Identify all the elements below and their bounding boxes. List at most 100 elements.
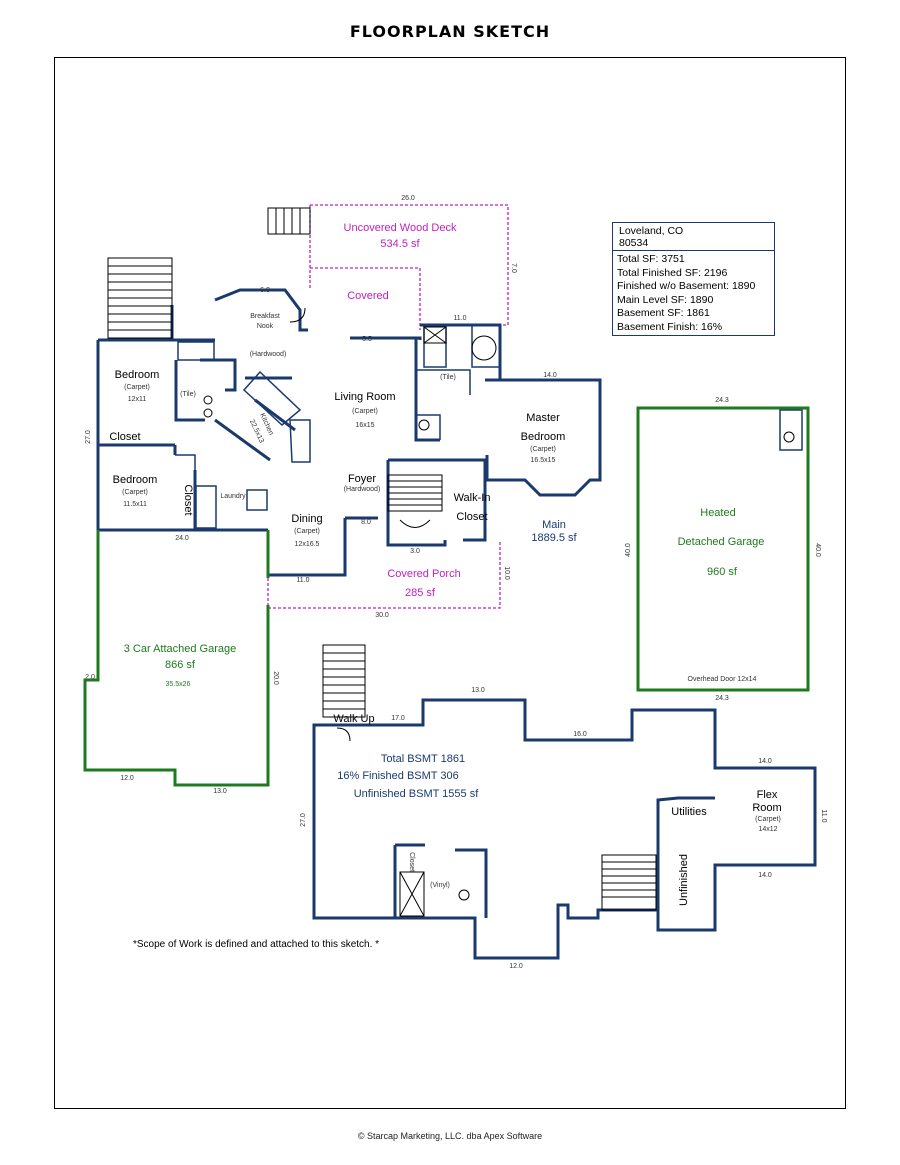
detached-garage-walls	[636, 406, 810, 692]
info-header: Loveland, CO 80534	[613, 223, 774, 251]
bedroom1-floor: (Carpet)	[124, 384, 150, 391]
utilities-label: Utilities	[671, 806, 707, 818]
bsmt-unfinished: Unfinished BSMT 1555 sf	[354, 788, 479, 800]
dim-garage-south-east: 13.0	[213, 788, 227, 795]
bedroom2-size: 11.5x11	[123, 501, 147, 508]
interior-walls	[175, 324, 803, 529]
flex-size: 14x12	[758, 826, 777, 833]
master-size: 16.5x15	[531, 457, 556, 464]
flex-room-label: Room	[752, 802, 781, 814]
porch-label: Covered Porch	[387, 568, 460, 580]
page-title: FLOORPLAN SKETCH	[349, 22, 551, 41]
dim-detached-south: 24.3	[715, 695, 729, 702]
tub-icon	[471, 335, 497, 361]
dim-porch-width: 30.0	[375, 612, 389, 619]
info-line: Main Level SF: 1890	[617, 293, 714, 306]
dim-foyer: 8.0	[361, 519, 371, 526]
attached-garage-walls	[83, 530, 270, 787]
dining-size: 12x16.5	[295, 541, 320, 548]
dim-bsmt-south: 12.0	[509, 963, 523, 970]
dim-garage-jog: 2.0	[85, 674, 95, 681]
door-swing-icon-2	[289, 307, 306, 323]
living-room-floor: (Carpet)	[352, 408, 378, 415]
dim-deck-depth: 7.0	[510, 263, 517, 273]
sink-icon-2	[203, 408, 213, 418]
walkin-label: Walk-In	[454, 492, 491, 504]
dim-detached-west: 40.0	[625, 543, 632, 557]
scope-note: *Scope of Work is defined and attached t…	[133, 939, 380, 950]
breakfast-label: Breakfast	[250, 313, 280, 320]
flex-floor: (Carpet)	[755, 816, 781, 823]
bedroom2-floor: (Carpet)	[122, 489, 148, 496]
foyer-label: Foyer	[348, 473, 376, 485]
unfinished-label: Unfinished	[678, 854, 690, 906]
detached-garage-area: 960 sf	[707, 566, 738, 578]
porch-area: 285 sf	[405, 587, 436, 599]
door-swing-icon	[336, 727, 351, 742]
basement-bath-floor: (Vinyl)	[430, 882, 450, 889]
dim-detached-east: 40.0	[814, 543, 821, 557]
info-lines: Total SF: 3751 Total Finished SF: 2196 F…	[613, 251, 774, 334]
deck-covered-label: Covered	[347, 290, 389, 302]
dim-garage-south: 12.0	[120, 775, 134, 782]
sink-icon	[203, 395, 213, 405]
basement-walls	[312, 698, 817, 960]
deck-area: 534.5 sf	[380, 238, 420, 250]
dim-bsmt-north: 13.0	[471, 687, 485, 694]
deck-stairs	[267, 207, 311, 235]
dim-stair: 3.0	[410, 548, 420, 555]
basement-closet-label: Closet	[408, 852, 415, 872]
walk-up-label: Walk Up	[333, 713, 374, 725]
flex-label: Flex	[757, 789, 778, 801]
dim-detached-north: 24.3	[715, 397, 729, 404]
master-bath-floor: (Tile)	[440, 374, 456, 381]
dining-floor: (Carpet)	[294, 528, 320, 535]
dim-flex-east: 11.0	[820, 809, 827, 822]
foyer-floor: (Hardwood)	[344, 486, 381, 493]
fixture-icons	[203, 307, 795, 901]
main-level-label: Main	[542, 519, 566, 531]
toilet-icon	[418, 419, 430, 431]
dim-bsmt-north2: 16.0	[573, 731, 587, 738]
info-line: Basement Finish: 16%	[617, 320, 723, 333]
detached-garage-label: Detached Garage	[678, 536, 765, 548]
sketch-frame	[54, 57, 846, 1109]
dim-west-wall: 27.0	[85, 430, 92, 444]
bsmt-finished: 16% Finished BSMT 306	[337, 770, 458, 782]
basement-stairs	[322, 644, 657, 917]
master-label: Master	[526, 412, 560, 424]
dim-flex-south: 14.0	[758, 872, 772, 879]
dim-bath-width: 11.0	[453, 315, 466, 322]
main-level-walls	[96, 288, 602, 577]
attached-garage-size: 35.5x26	[166, 681, 191, 688]
main-stairs	[387, 474, 443, 528]
walkin-closet-label: Closet	[456, 511, 487, 523]
basement-toilet-icon	[458, 889, 470, 901]
info-city: Loveland, CO	[619, 225, 684, 237]
bedroom1-size: 12x11	[128, 396, 147, 403]
info-line: Basement SF: 1861	[617, 307, 710, 319]
dim-bsmt-walkup: 17.0	[391, 715, 405, 722]
dim-deck-width: 26.0	[401, 195, 415, 202]
nook-label: Nook	[257, 323, 274, 330]
footer-copyright: © Starcap Marketing, LLC. dba Apex Softw…	[357, 1131, 543, 1141]
garage-stairs	[107, 257, 173, 339]
nook-floor: (Hardwood)	[250, 351, 287, 358]
main-level-area: 1889.5 sf	[531, 532, 577, 544]
living-room-size: 16x15	[355, 422, 374, 429]
deck-outline	[267, 204, 509, 609]
closet1-label: Closet	[109, 431, 140, 443]
bedroom2-label: Bedroom	[113, 474, 158, 486]
info-line: Finished w/o Basement: 1890	[617, 280, 756, 292]
laundry-label: Laundry	[220, 493, 246, 500]
closet2-label: Closet	[182, 484, 194, 515]
dim-garage-east: 20.0	[272, 671, 279, 685]
master-floor: (Carpet)	[530, 446, 556, 453]
garage-sink-icon	[783, 431, 795, 443]
attached-garage-area: 866 sf	[165, 659, 196, 671]
deck-label: Uncovered Wood Deck	[344, 222, 457, 234]
bsmt-total: Total BSMT 1861	[381, 753, 465, 765]
info-line: Total SF: 3751	[617, 253, 685, 265]
dim-bedroom-wall: 24.0	[175, 535, 189, 542]
dim-dining-south: 11.0	[296, 577, 309, 584]
